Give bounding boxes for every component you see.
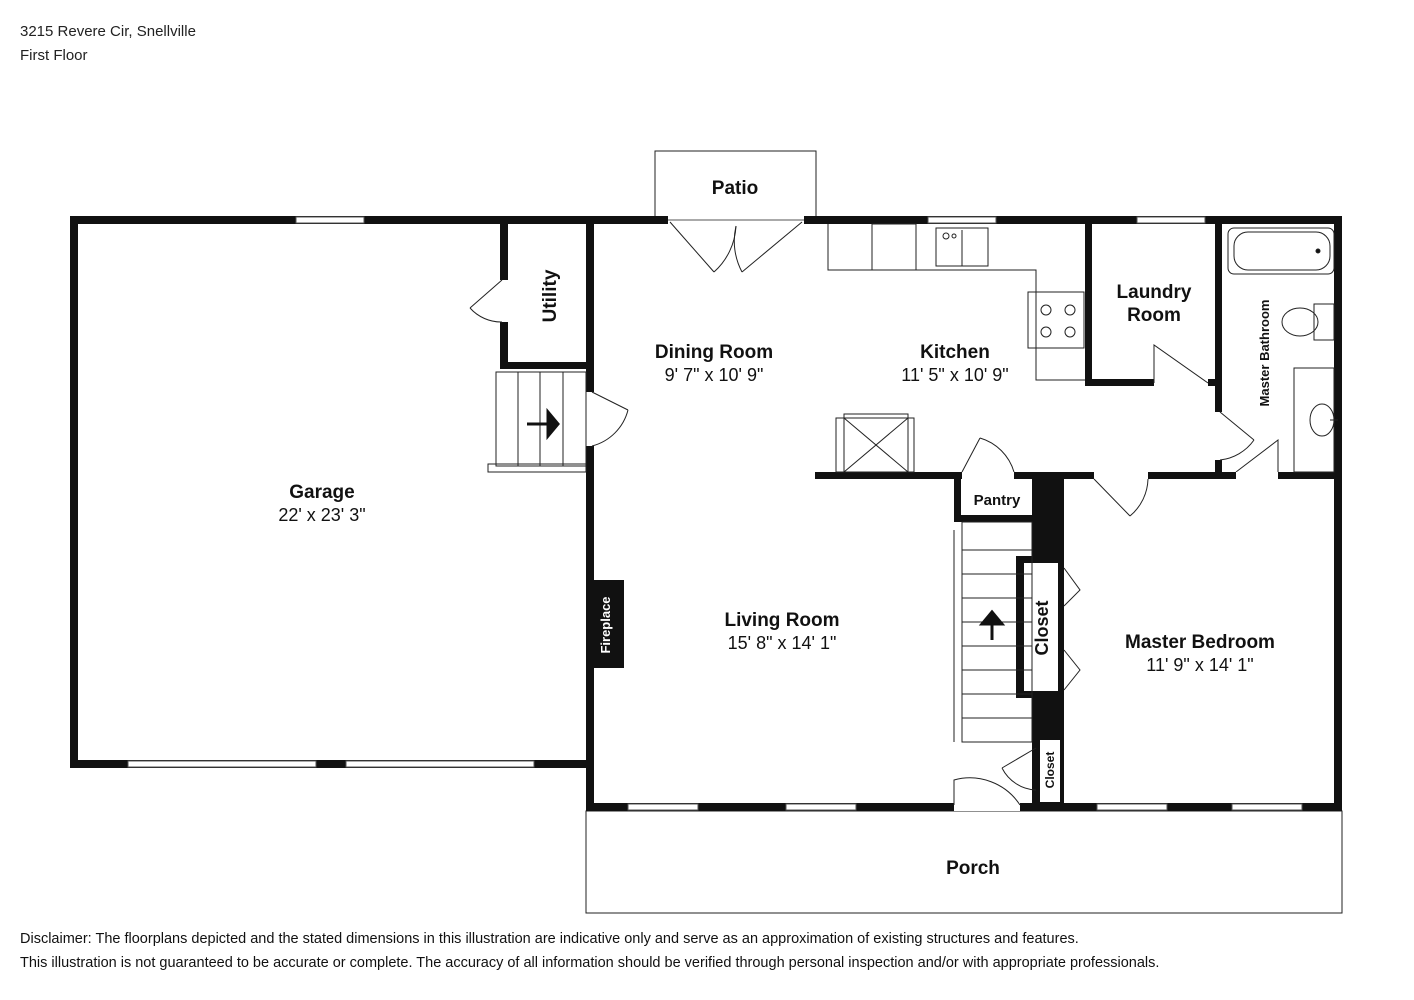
- garage-dims: 22' x 23' 3": [278, 505, 365, 525]
- laundry-label-line1: Laundry: [1117, 282, 1192, 303]
- interior-walls: [500, 216, 1342, 811]
- garage-stairs: [487, 371, 587, 473]
- main-stairs: [953, 521, 1033, 743]
- closet-large-label: Closet: [1032, 600, 1052, 655]
- dining-room-label: Dining Room: [655, 342, 773, 363]
- disclaimer-line-1: Disclaimer: The floorplans depicted and …: [20, 931, 1079, 947]
- kitchen-dims: 11' 5" x 10' 9": [901, 365, 1008, 385]
- doors: [469, 221, 1279, 811]
- patio-label: Patio: [712, 178, 758, 199]
- master-bedroom-dims: 11' 9" x 14' 1": [1146, 655, 1253, 675]
- laundry-label-line2: Room: [1127, 305, 1181, 326]
- address-label: 3215 Revere Cir, Snellville: [20, 23, 196, 40]
- closet-small-label: Closet: [1043, 752, 1057, 789]
- pantry-label: Pantry: [974, 492, 1021, 509]
- master-bedroom-label: Master Bedroom: [1125, 632, 1275, 653]
- disclaimer-line-2: This illustration is not guaranteed to b…: [20, 955, 1160, 971]
- dining-room-dims: 9' 7" x 10' 9": [665, 365, 764, 385]
- master-bathroom-label: Master Bathroom: [1257, 300, 1272, 407]
- floor-label: First Floor: [20, 47, 88, 64]
- windows: [127, 216, 1303, 811]
- utility-label: Utility: [540, 269, 561, 322]
- chimney: [835, 413, 915, 473]
- porch-label: Porch: [946, 858, 1000, 879]
- living-room-dims: 15' 8" x 14' 1": [728, 633, 837, 653]
- kitchen-counters: [827, 223, 1085, 381]
- bathroom-fixtures: [1227, 227, 1338, 473]
- fireplace-label: Fireplace: [598, 596, 613, 653]
- kitchen-label: Kitchen: [920, 342, 990, 363]
- living-room-label: Living Room: [724, 610, 839, 631]
- garage-label: Garage: [289, 482, 354, 503]
